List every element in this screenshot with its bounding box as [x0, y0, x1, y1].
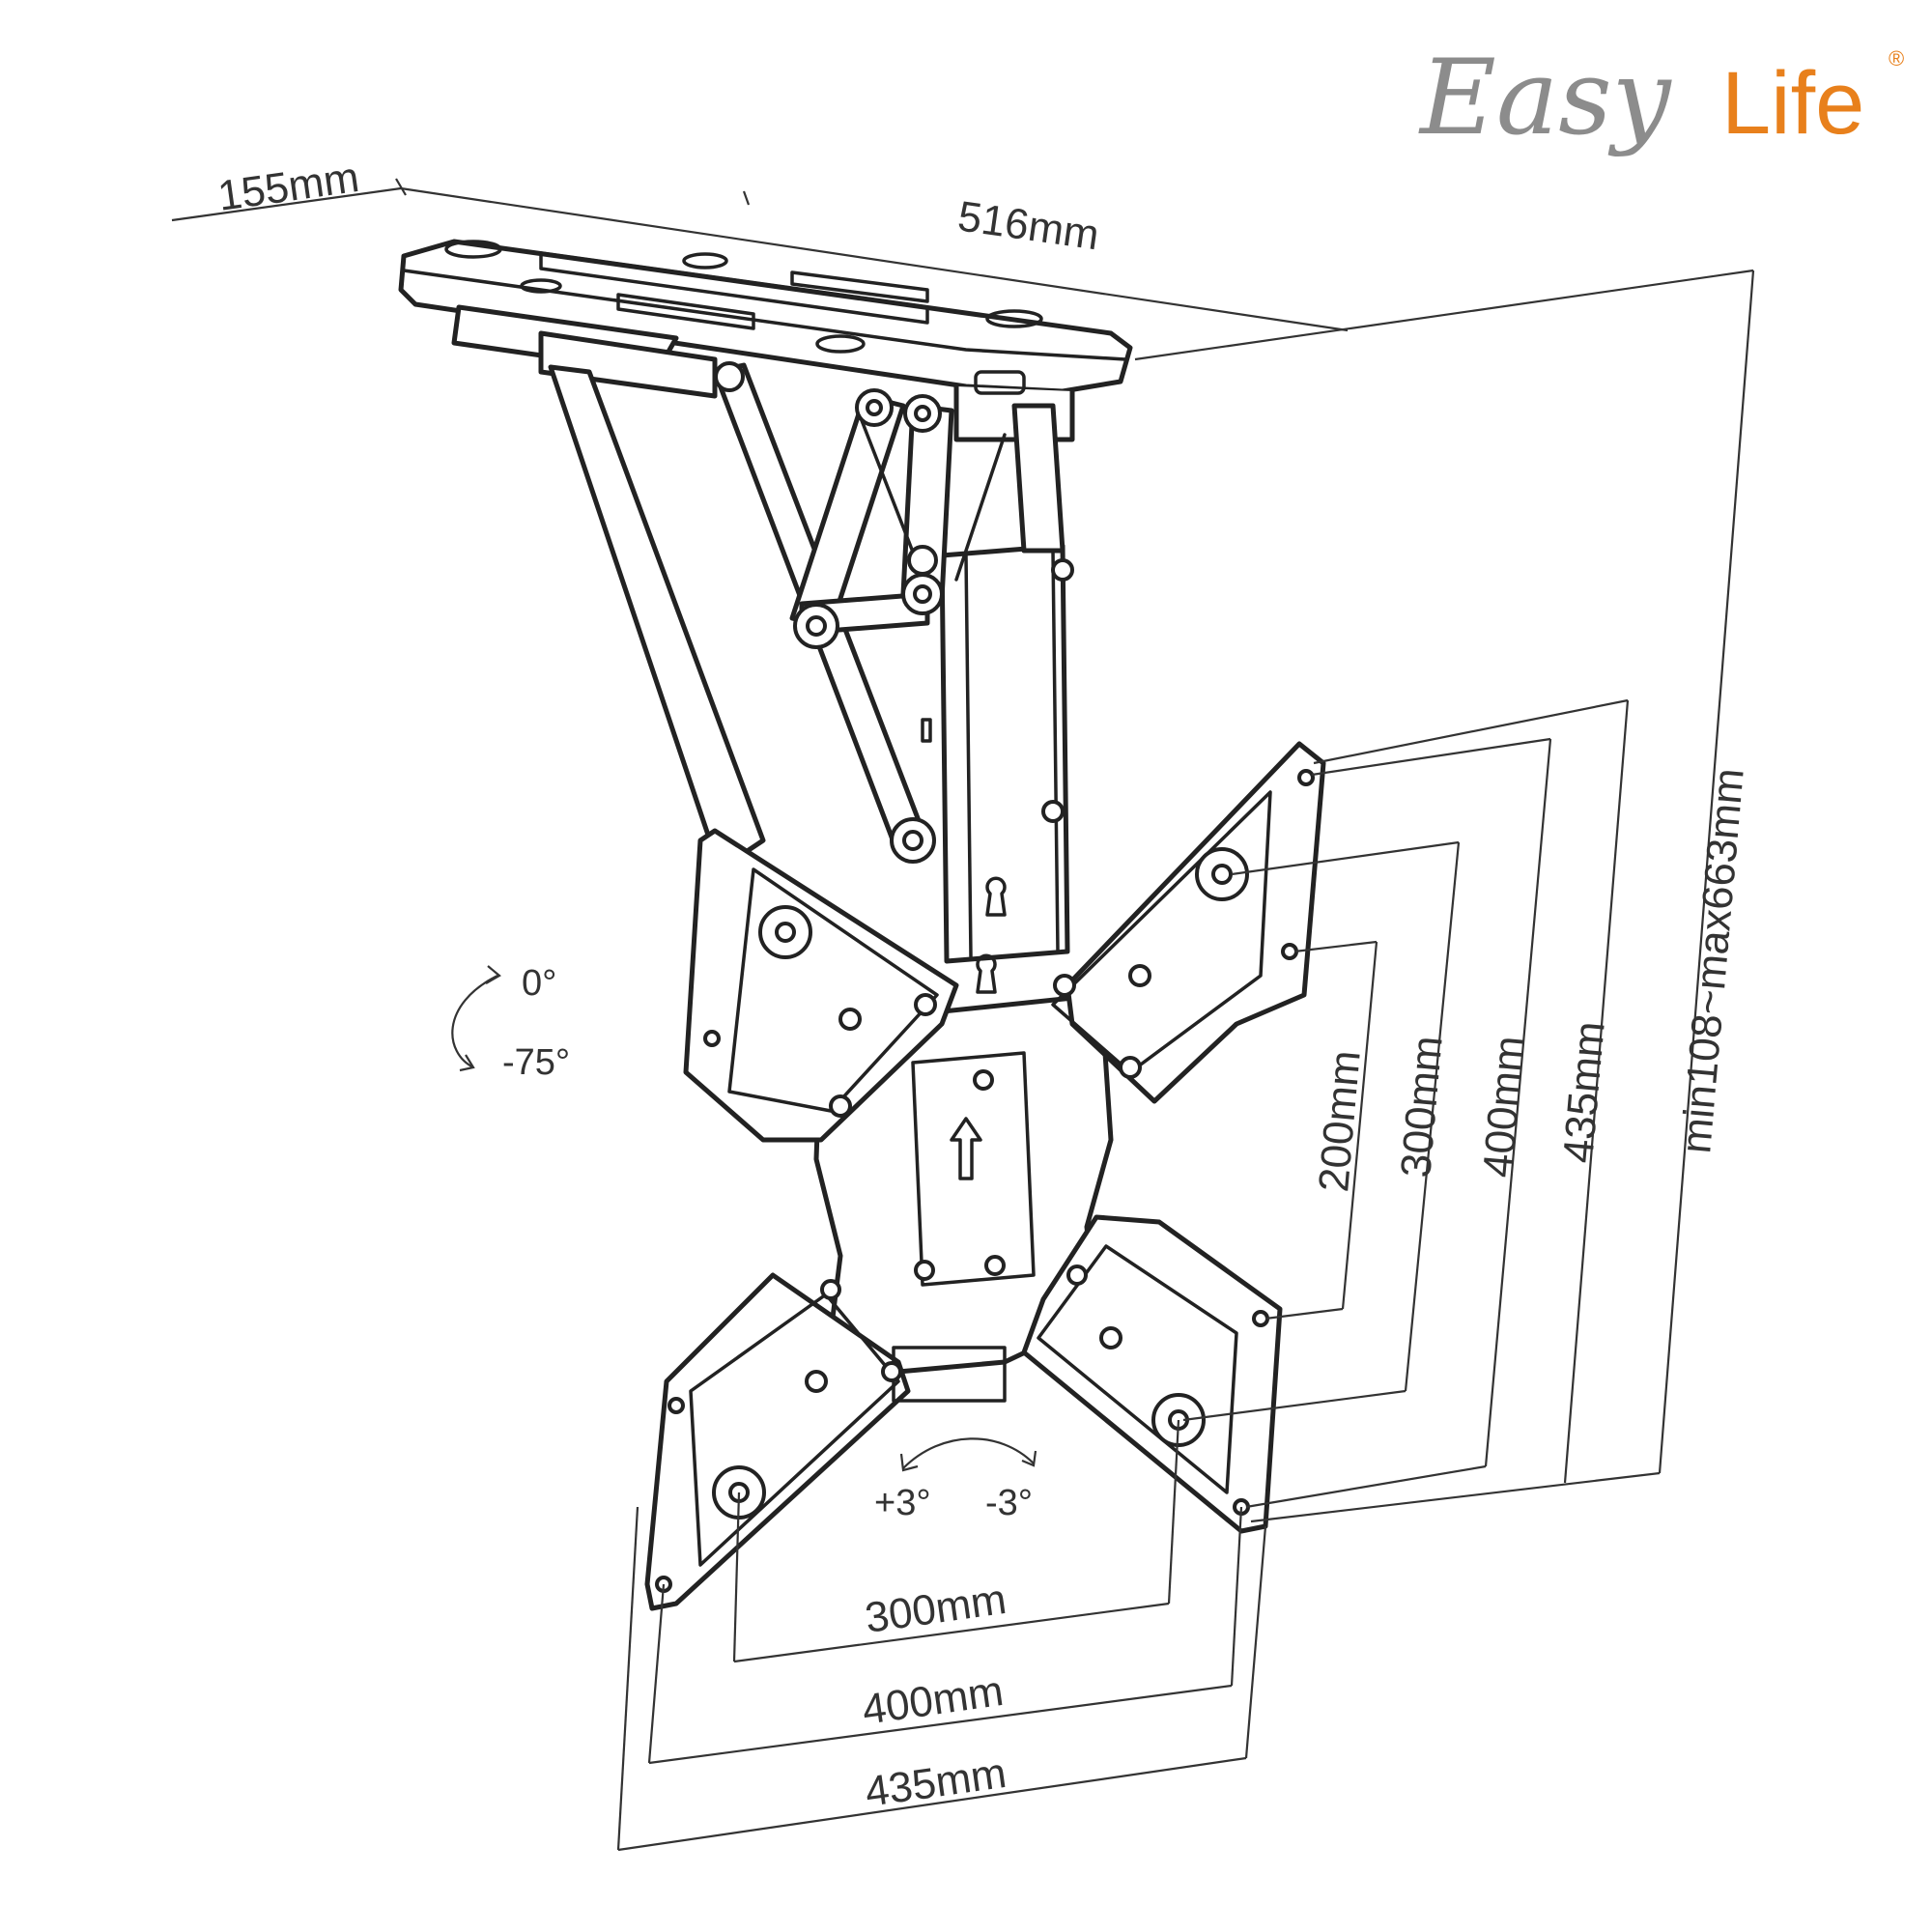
- tilt-arrow-icon: [451, 975, 498, 1068]
- logo-registered-mark: ®: [1889, 46, 1904, 71]
- vesa-vertical-435-label: 435mm: [1554, 1019, 1614, 1164]
- vesa-vertical-400-label: 400mm: [1474, 1034, 1534, 1179]
- dimension-lines: [171, 178, 1755, 1852]
- vesa-horizontal-300-label: 300mm: [863, 1576, 1009, 1642]
- height-range-label: min108~max663mm: [1672, 766, 1753, 1155]
- length-label: 516mm: [955, 192, 1102, 259]
- swivel-left-label: +3°: [874, 1483, 931, 1523]
- swivel-arrowhead-right-icon: [1021, 1450, 1037, 1467]
- vesa-horizontal-400-label: 400mm: [860, 1667, 1007, 1734]
- tilt-top-label: 0°: [522, 963, 556, 1004]
- swivel-right-label: -3°: [985, 1483, 1033, 1523]
- vesa-horizontal-435-label: 435mm: [863, 1749, 1009, 1816]
- tilt-bottom-label: -75°: [502, 1042, 570, 1083]
- logo-script-text: Easy: [1418, 38, 1673, 158]
- logo-bold-text: Life: [1721, 54, 1864, 153]
- swivel-arrow-icon: [902, 1437, 1035, 1469]
- ceiling-plate: [398, 239, 1133, 442]
- swivel-arrowhead-left-icon: [899, 1453, 919, 1472]
- arm-linkage: [548, 361, 1074, 994]
- vesa-vertical-200-label: 200mm: [1310, 1048, 1370, 1193]
- vesa-plate: [644, 741, 1326, 1611]
- tilt-arrowhead-top-icon: [485, 965, 501, 984]
- tilt-indicator: 0° -75°: [451, 963, 570, 1083]
- swivel-indicator: +3° -3°: [874, 1437, 1037, 1523]
- brand-logo: Easy Life ®: [1418, 38, 1904, 158]
- depth-label: 155mm: [215, 154, 362, 220]
- vesa-vertical-300-label: 300mm: [1392, 1034, 1452, 1179]
- tilt-arrowhead-bottom-icon: [459, 1054, 475, 1072]
